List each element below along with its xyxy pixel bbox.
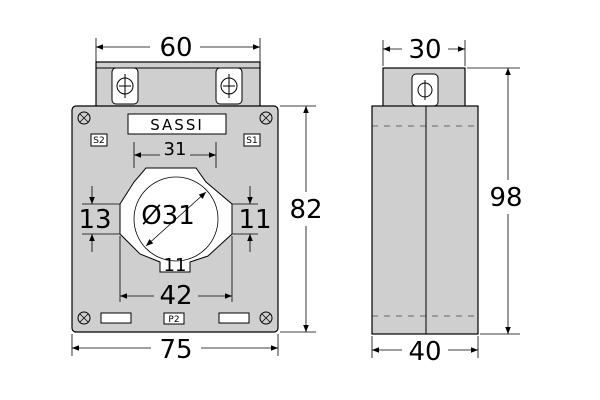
terminal-label-s2: S2 xyxy=(93,136,104,146)
bottom-slot-left xyxy=(100,312,132,324)
front-top-bracket xyxy=(95,61,261,109)
dim-front-width: 75 xyxy=(159,335,192,365)
side-body xyxy=(371,105,479,335)
dim-side-height: 98 xyxy=(489,183,522,213)
corner-screw-top-left-icon xyxy=(77,111,91,125)
side-terminal-screw-icon xyxy=(411,73,439,107)
dim-window-top: 31 xyxy=(164,139,187,160)
dim-window-diameter: Ø31 xyxy=(141,201,195,231)
right-terminal-screw-icon xyxy=(215,67,243,105)
dim-side-width: 40 xyxy=(408,337,441,367)
dim-window-bottom: 11 xyxy=(164,255,187,276)
window-circle xyxy=(133,176,219,262)
dim-window-right: 11 xyxy=(238,205,271,235)
side-view: 30 40 98 xyxy=(371,34,530,367)
bottom-slot-right xyxy=(218,312,250,324)
terminal-label-s1: S1 xyxy=(246,136,257,146)
brand-plate xyxy=(127,113,227,135)
terminal-label-p2: P2 xyxy=(168,315,179,325)
dim-front-height: 82 xyxy=(289,195,322,225)
dim-window-width: 42 xyxy=(159,281,192,311)
front-view: SASSI S2 S1 P2 Ø31 31 13 11 xyxy=(71,33,330,365)
dim-front-top-width: 60 xyxy=(159,33,192,63)
brand-label: SASSI xyxy=(150,116,204,134)
corner-screw-bottom-left-icon xyxy=(77,311,91,325)
left-terminal-screw-icon xyxy=(111,67,139,105)
dim-window-left: 13 xyxy=(78,205,111,235)
corner-screw-bottom-right-icon xyxy=(259,311,273,325)
corner-screw-top-right-icon xyxy=(259,111,273,125)
dim-side-top-width: 30 xyxy=(408,35,441,65)
